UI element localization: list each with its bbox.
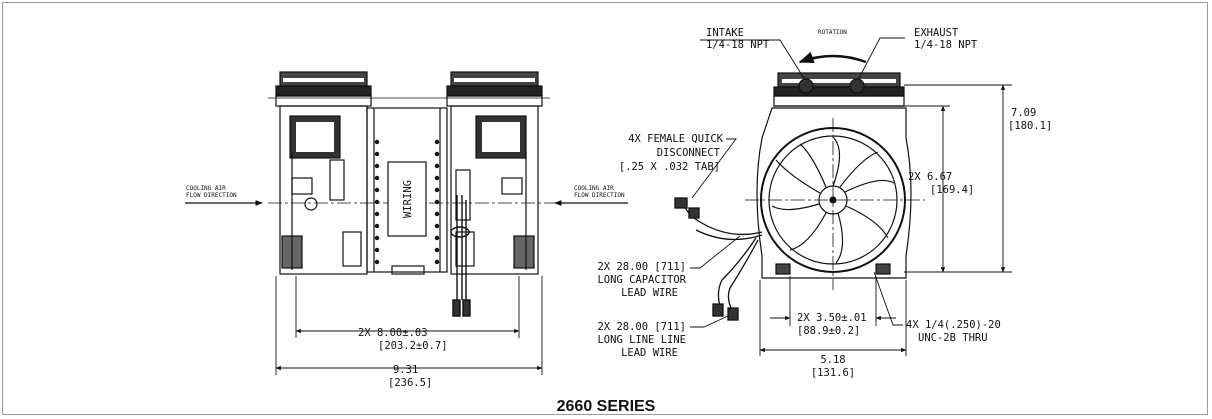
side-view <box>185 71 628 375</box>
side-lead-wires <box>450 195 471 317</box>
front-lead-wires <box>674 197 763 321</box>
dim-mount-spacing-imperial: 2X 3.50±.01 <box>797 312 867 324</box>
capacitor-lead-line2: LONG CAPACITOR <box>597 274 686 286</box>
dim-fan-height-imperial: 2X 6.67 <box>908 171 952 183</box>
intake-thread: 1/4-18 NPT <box>706 39 770 51</box>
front-leaders <box>690 37 905 328</box>
dim-mount-spacing-metric: [88.9±0.2] <box>797 325 860 337</box>
quick-disconnect-line2: DISCONNECT <box>657 147 721 159</box>
dim-width-imperial: 5.18 <box>820 354 845 366</box>
exhaust-label: EXHAUST <box>914 27 959 39</box>
front-dimensions <box>759 84 1012 356</box>
dim-width-metric: [131.6] <box>811 367 855 379</box>
center-crankcase <box>366 107 448 275</box>
exhaust-thread: 1/4-18 NPT <box>914 39 978 51</box>
airflow-right-line1: COOLING AIR <box>574 185 614 192</box>
center-bolt-holes <box>374 139 440 265</box>
line-lead-line2: LONG LINE LINE <box>597 334 686 346</box>
dim-fan-height-metric: [169.4] <box>930 184 974 196</box>
right-head <box>446 71 543 275</box>
capacitor-lead-line1: 2X 28.00 [711] <box>597 261 686 273</box>
series-caption: 2660 SERIES <box>556 398 656 415</box>
dim-overall-imperial: 9.31 <box>393 364 418 376</box>
mount-holes-line1: 4X 1/4(.250)-20 <box>906 319 1001 331</box>
dim-total-height-metric: [180.1] <box>1008 120 1052 132</box>
dim-inner-metric: [203.2±0.7] <box>378 340 448 352</box>
mount-holes-line2: UNC-2B THRU <box>918 332 988 344</box>
dim-total-height-imperial: 7.09 <box>1011 107 1036 119</box>
line-lead-line3: LEAD WIRE <box>621 347 678 359</box>
quick-disconnect-line1: 4X FEMALE QUICK <box>628 133 724 145</box>
side-dimensions <box>275 276 543 375</box>
front-view-labels: ROTATION INTAKE 1/4-18 NPT EXHAUST 1/4-1… <box>597 27 1052 379</box>
capacitor-lead-line3: LEAD WIRE <box>621 287 678 299</box>
left-head <box>275 71 372 275</box>
wiring-label: WIRING <box>402 180 414 218</box>
airflow-left-line2: FLOW DIRECTION <box>186 192 237 199</box>
dim-inner-imperial: 2X 8.00±.03 <box>358 327 428 339</box>
line-lead-line1: 2X 28.00 [711] <box>597 321 686 333</box>
intake-label: INTAKE <box>706 27 744 39</box>
airflow-right-line2: FLOW DIRECTION <box>574 192 625 199</box>
rotation-label: ROTATION <box>818 29 847 36</box>
quick-disconnect-line3: [.25 X .032 TAB] <box>619 161 720 173</box>
rotation-arrow <box>798 51 867 64</box>
side-view-labels: COOLING AIR FLOW DIRECTION COOLING AIR F… <box>186 180 625 389</box>
dim-overall-metric: [236.5] <box>388 377 432 389</box>
front-view <box>674 37 1012 356</box>
airflow-left-line1: COOLING AIR <box>186 185 226 192</box>
